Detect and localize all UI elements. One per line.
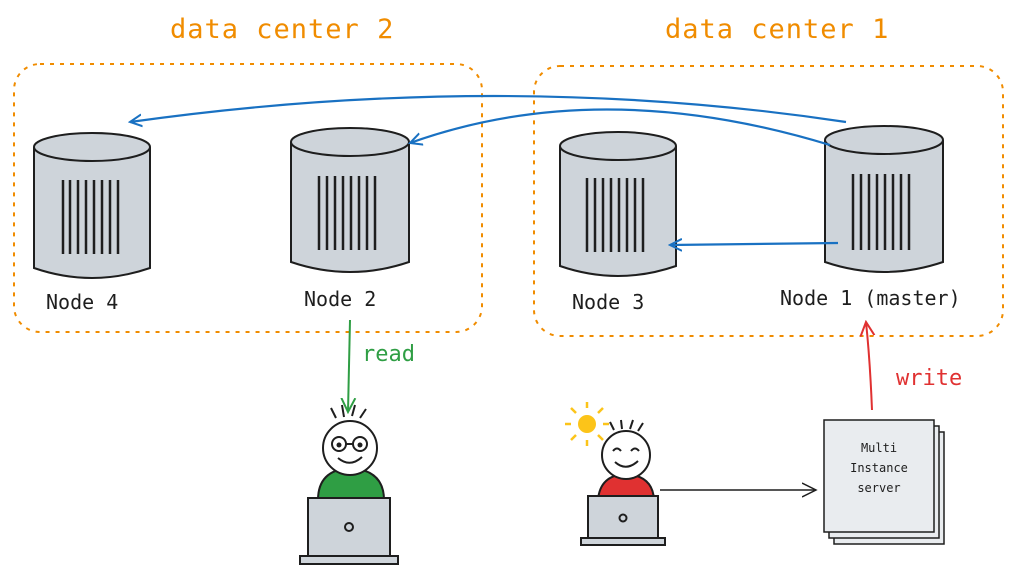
write-label: write: [896, 366, 963, 391]
node-4-database-icon: [33, 132, 151, 279]
server-label-line-3: server: [857, 481, 901, 495]
server-label-line-1: Multi: [860, 441, 898, 455]
replication-arrow-node1-to-node2: [410, 108, 831, 147]
data-center-2-title: data center 2: [170, 14, 395, 45]
node-2-database-icon: [290, 127, 410, 273]
node-1-label: Node 1 (master): [780, 286, 961, 310]
data-center-2-container: [13, 63, 483, 333]
reader-laptop-icon: [299, 497, 399, 565]
node-3-label: Node 3: [572, 290, 645, 314]
writer-laptop-icon: [580, 495, 666, 546]
sun-icon: [565, 402, 609, 446]
server-stack-icon: [823, 419, 945, 545]
data-center-1-title: data center 1: [665, 14, 890, 45]
replication-arrow-node1-to-node4: [130, 94, 847, 122]
node-2-label: Node 2: [304, 287, 377, 311]
replication-arrow-node1-to-node3: [670, 243, 839, 245]
read-label: read: [362, 342, 415, 367]
server-label-line-2: Instance: [850, 461, 908, 475]
write-arrow: [866, 322, 872, 411]
node-1-database-icon: [824, 125, 944, 273]
node-4-label: Node 4: [46, 290, 119, 314]
data-center-1-container: [533, 65, 1004, 337]
node-3-database-icon: [559, 131, 677, 277]
writer-person-icon: [596, 419, 656, 501]
reader-person-icon: [316, 404, 386, 501]
read-arrow: [348, 319, 350, 412]
server-label: Multi Instance server: [829, 438, 929, 498]
